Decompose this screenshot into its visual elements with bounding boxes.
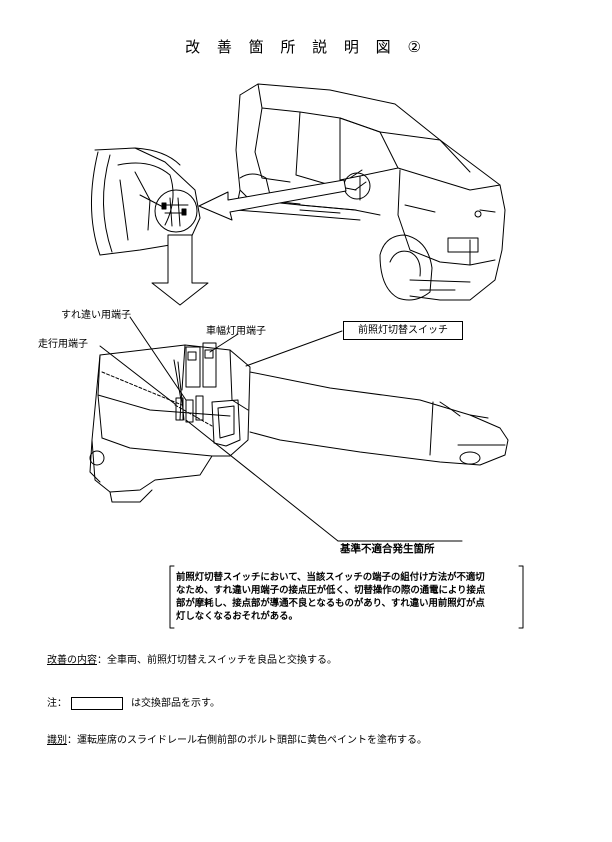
identification-row: 識別：運転座席のスライドレール右側前部のボルト頭部に黄色ペイントを塗布する。 (47, 731, 427, 746)
improvement-text: ：全車両、前照灯切替えスイッチを良品と交換する。 (97, 655, 337, 666)
label-headlamp-switch: 前照灯切替スイッチ (343, 321, 463, 340)
note-heading: 注： (47, 698, 67, 709)
description-line: 灯しなくなるおそれがある。 (176, 611, 298, 622)
label-passing-terminal: すれ違い用端子 (61, 310, 131, 321)
label-defect-location: 基準不適合発生箇所 (340, 543, 435, 555)
page-title: 改 善 箇 所 説 明 図 ② (185, 38, 427, 56)
down-arrow-icon (151, 234, 209, 306)
label-clearance-terminal: 車幅灯用端子 (206, 326, 266, 337)
pointer-arrow-icon (198, 179, 347, 221)
note-text: は交換部品を示す。 (131, 698, 220, 709)
identification-heading: 識別 (47, 735, 67, 746)
defect-description: 前照灯切替スイッチにおいて、当該スイッチの端子の組付け方法が不適切 なため、すれ… (176, 571, 522, 623)
description-line: なため、すれ違い用端子の接点圧が低く、切替操作の際の通電により接点 (176, 585, 486, 596)
leader-driving (99, 345, 176, 405)
description-line: 前照灯切替スイッチにおいて、当該スイッチの端子の組付け方法が不適切 (176, 572, 485, 583)
improvement-heading: 改善の内容 (47, 655, 97, 666)
leader-defect (185, 419, 339, 542)
dashboard-illustration (90, 147, 201, 256)
note-row: 注： は交換部品を示す。 (47, 694, 220, 710)
label-driving-terminal: 走行用端子 (38, 339, 88, 350)
switch-illustration (89, 342, 509, 503)
improvement-row: 改善の内容：全車両、前照灯切替えスイッチを良品と交換する。 (47, 651, 337, 666)
leader-clearance (209, 333, 239, 353)
replacement-part-box (71, 696, 123, 710)
identification-text: ：運転座席のスライドレール右側前部のボルト頭部に黄色ペイントを塗布する。 (67, 735, 427, 746)
leader-passing (129, 316, 187, 401)
description-line: 部が摩耗し、接点部が導通不良となるものがあり、すれ違い用前照灯が点 (176, 598, 485, 609)
leader-switch (245, 330, 343, 367)
